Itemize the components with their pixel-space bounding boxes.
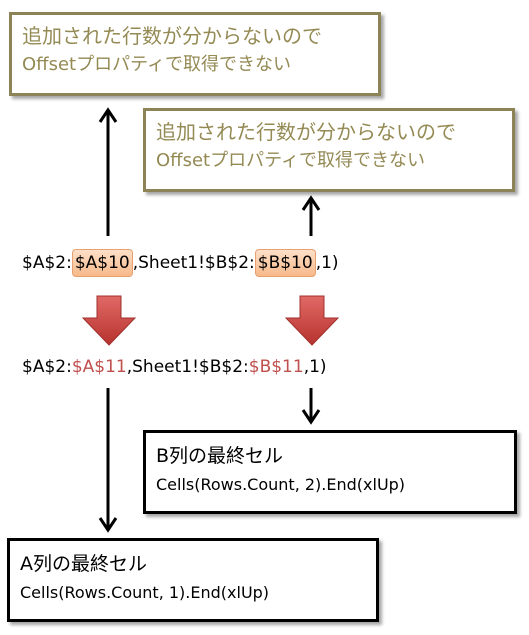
formula-after: $A$2: $A$11 ,Sheet1!$B$2: $B$11 ,1) <box>22 352 327 382</box>
red-down-arrow-right-icon <box>284 295 340 346</box>
highlight-a-range: $A$10 <box>71 249 133 277</box>
formula-part: $A$2: <box>22 253 72 273</box>
note-line-1: 追加された行数が分からないので <box>22 24 322 48</box>
box-code: Cells(Rows.Count, 1).End(xlUp) <box>20 583 270 602</box>
formula-before: $A$2: $A$10 ,Sheet1!$B$2: $B$10 ,1) <box>22 248 339 278</box>
formula-part: $A$2: <box>22 357 72 377</box>
note-box-top-left: 追加された行数が分からないので Offsetプロパティで取得できない <box>9 12 381 96</box>
down-arrow-right-icon <box>301 388 321 425</box>
changed-a-range: $A$11 <box>71 357 127 377</box>
formula-part: ,Sheet1!$B$2: <box>126 357 249 377</box>
changed-b-range: $B$11 <box>248 357 304 377</box>
b-column-last-cell-box: B列の最終セル Cells(Rows.Count, 2).End(xlUp) <box>143 430 517 514</box>
box-code: Cells(Rows.Count, 2).End(xlUp) <box>156 475 406 494</box>
formula-part: ,Sheet1!$B$2: <box>132 253 255 273</box>
note-line-2: Offsetプロパティで取得できない <box>22 54 291 75</box>
up-arrow-left-icon <box>98 107 118 236</box>
box-title: B列の最終セル <box>156 445 284 467</box>
formula-part: ,1) <box>315 253 339 273</box>
note-box-top-right: 追加された行数が分からないので Offsetプロパティで取得できない <box>143 108 515 192</box>
highlight-b-range: $B$10 <box>254 249 316 277</box>
note-line-2: Offsetプロパティで取得できない <box>156 150 425 171</box>
up-arrow-right-icon <box>301 195 321 236</box>
down-arrow-left-icon <box>98 388 118 533</box>
box-title: A列の最終セル <box>20 553 147 575</box>
formula-part: ,1) <box>303 357 327 377</box>
a-column-last-cell-box: A列の最終セル Cells(Rows.Count, 1).End(xlUp) <box>7 538 379 622</box>
red-down-arrow-left-icon <box>81 295 137 346</box>
note-line-1: 追加された行数が分からないので <box>156 120 456 144</box>
